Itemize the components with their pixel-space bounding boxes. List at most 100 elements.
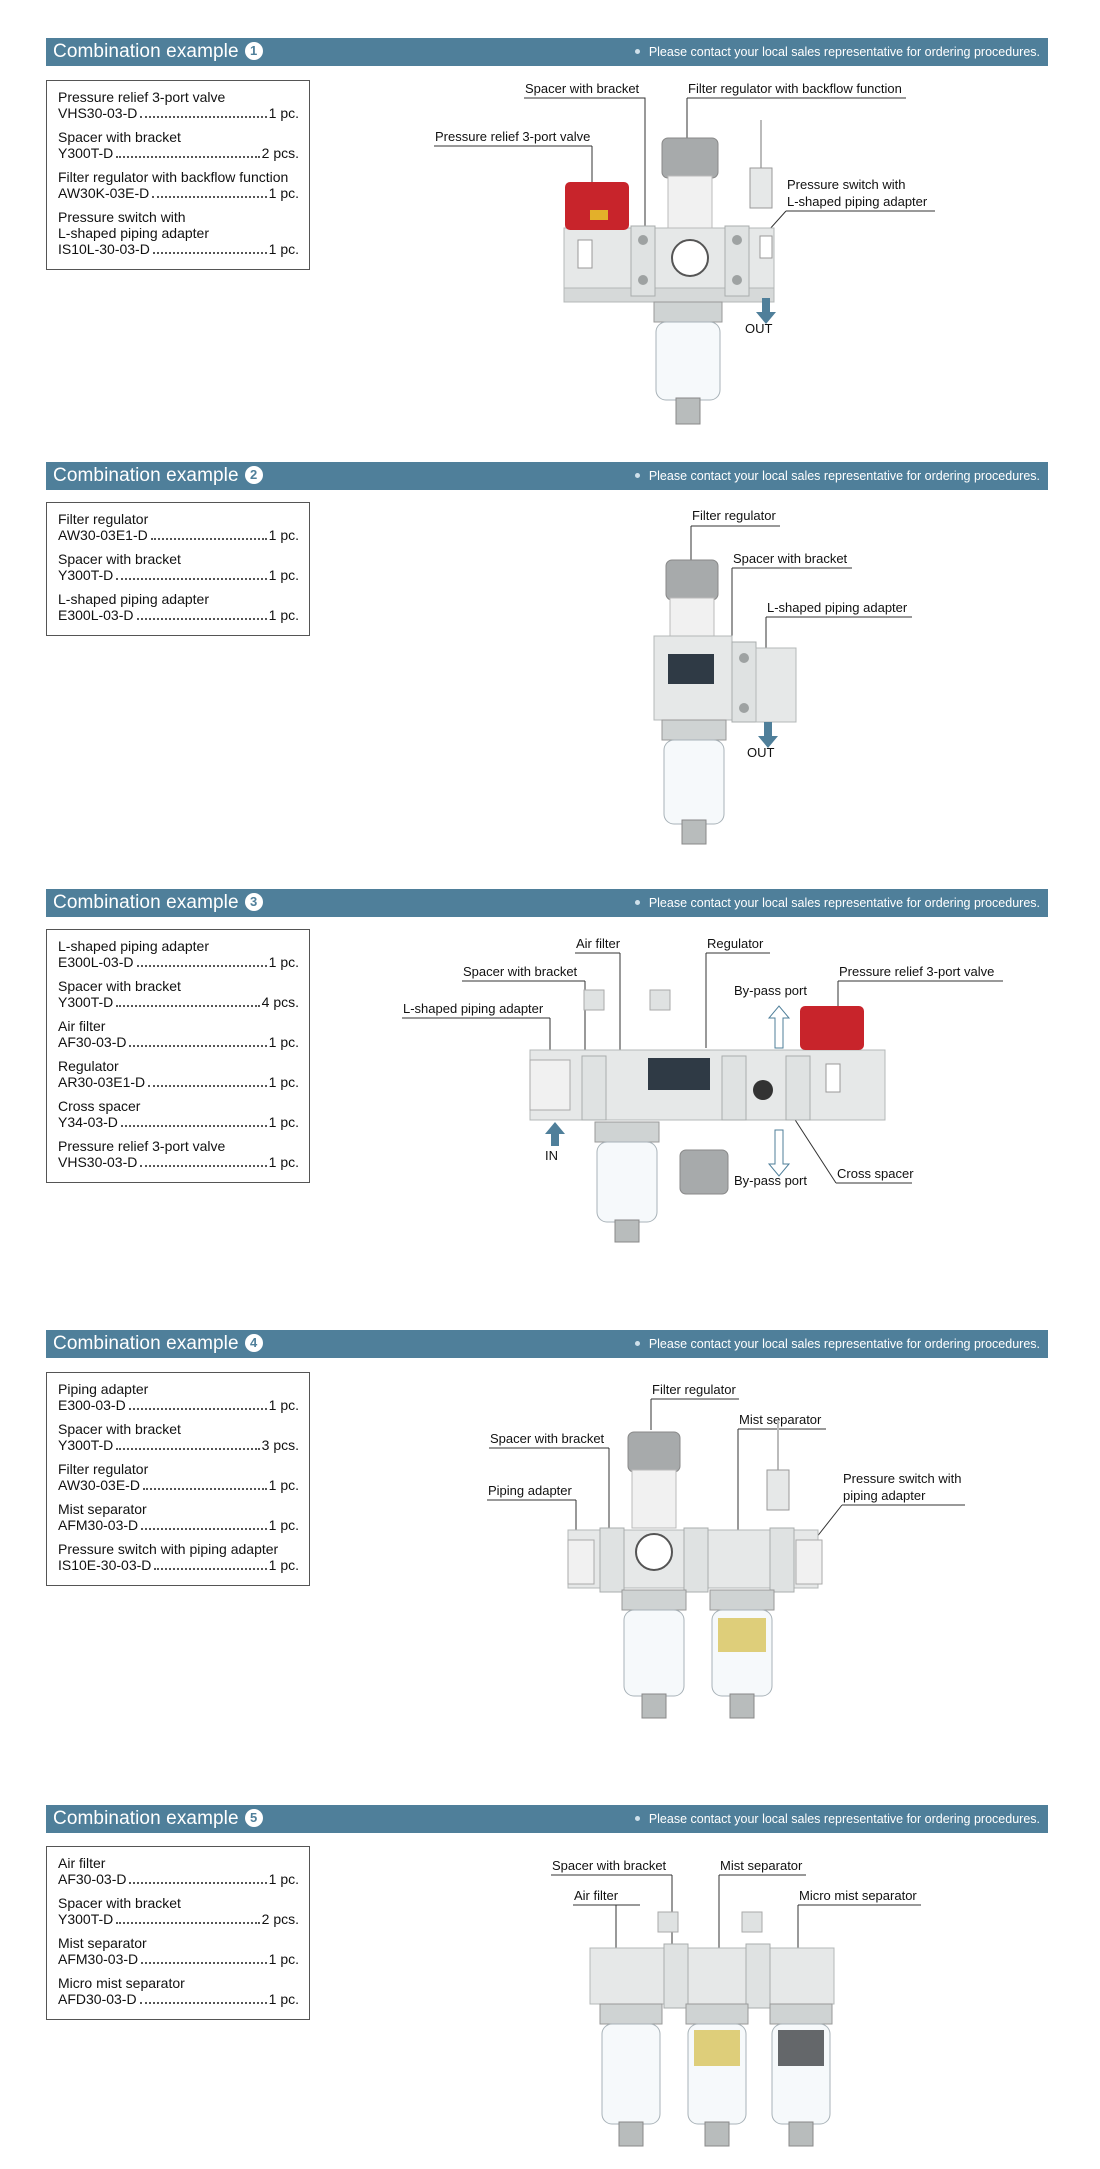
leader-line — [690, 525, 780, 562]
in-port-label: IN — [545, 1148, 558, 1163]
callout-label: Filter regulator — [652, 1382, 736, 1397]
leader-line — [789, 1111, 912, 1184]
piping-adapter — [795, 1539, 823, 1585]
bullet-icon — [634, 1816, 640, 1821]
piping-adapter — [567, 1539, 595, 1585]
example-number-badge: 3 — [244, 893, 263, 911]
leader-line — [737, 1428, 826, 1530]
leader-line — [524, 97, 646, 245]
pressure-gauge — [671, 239, 709, 277]
callout-label: L-shaped piping adapter — [767, 600, 908, 615]
leader-line — [489, 1447, 610, 1536]
pressure-switch — [766, 1469, 790, 1511]
regulator-knob — [679, 1149, 729, 1195]
leader-line — [765, 616, 912, 650]
callout-label: Spacer with bracket — [525, 81, 640, 96]
callout-label: Air filter — [576, 936, 621, 951]
l-adapter — [755, 647, 797, 723]
pressure-gauge — [635, 1533, 673, 1571]
product-illustration: Filter regulator Mist separator Spacer w… — [487, 1382, 965, 1719]
out-arrow-icon — [756, 298, 776, 324]
leader-line — [650, 1398, 739, 1430]
callout-label: L-shaped piping adapter — [787, 194, 928, 209]
in-arrow-icon — [545, 1122, 565, 1146]
red-valve-cap — [800, 1006, 864, 1050]
manifold-body — [589, 1947, 835, 2005]
leader-line — [686, 97, 906, 138]
leader-line — [705, 952, 770, 1048]
digital-display — [668, 654, 714, 684]
l-adapter — [529, 1059, 571, 1111]
callout-label: Pressure relief 3-port valve — [435, 129, 590, 144]
callout-label: Pressure relief 3-port valve — [839, 964, 994, 979]
example-number-badge: 4 — [244, 1334, 263, 1352]
example-number-badge: 2 — [244, 466, 263, 484]
product-illustration: Air filter Regulator Spacer with bracket… — [402, 936, 1003, 1243]
leader-line — [718, 1874, 806, 1950]
bypass-arrow-up-icon — [767, 1005, 791, 1049]
callout-label: piping adapter — [843, 1488, 926, 1503]
filter-bowl — [601, 2023, 661, 2125]
callout-label: Filter regulator — [692, 508, 776, 523]
bullet-icon — [634, 49, 640, 54]
callout-label: Air filter — [574, 1888, 619, 1903]
bypass-arrow-down-icon — [767, 1129, 791, 1177]
ordering-note: Please contact your local sales represen… — [634, 896, 1040, 910]
callout-label: L-shaped piping adapter — [403, 1001, 544, 1016]
ordering-note: Please contact your local sales represen… — [634, 45, 1040, 59]
bullet-icon — [634, 900, 640, 905]
leader-line — [731, 567, 852, 648]
callout-label: Cross spacer — [837, 1166, 914, 1181]
leader-line — [815, 1504, 965, 1539]
pressure-switch — [749, 167, 773, 209]
leader-line — [434, 145, 593, 182]
callout-label: Spacer with bracket — [552, 1858, 667, 1873]
ordering-note: Please contact your local sales represen… — [634, 469, 1040, 483]
callout-label: Spacer with bracket — [733, 551, 848, 566]
callout-label: Spacer with bracket — [490, 1431, 605, 1446]
callout-label: Micro mist separator — [799, 1888, 917, 1903]
callout-label: Mist separator — [720, 1858, 803, 1873]
ordering-note: Please contact your local sales represen… — [634, 1337, 1040, 1351]
callout-label: Filter regulator with backflow function — [688, 81, 902, 96]
callout-label: Spacer with bracket — [463, 964, 578, 979]
leader-line — [402, 1017, 551, 1050]
callout-label: Regulator — [707, 936, 764, 951]
callout-label: Pressure switch with — [843, 1471, 961, 1486]
part-item: Pressure switch with L-shaped piping ada… — [58, 209, 299, 257]
leader-line — [551, 1874, 673, 1950]
bullet-icon — [634, 1341, 640, 1346]
example-number-badge: 1 — [244, 42, 263, 60]
example-number-badge: 5 — [244, 1809, 263, 1827]
